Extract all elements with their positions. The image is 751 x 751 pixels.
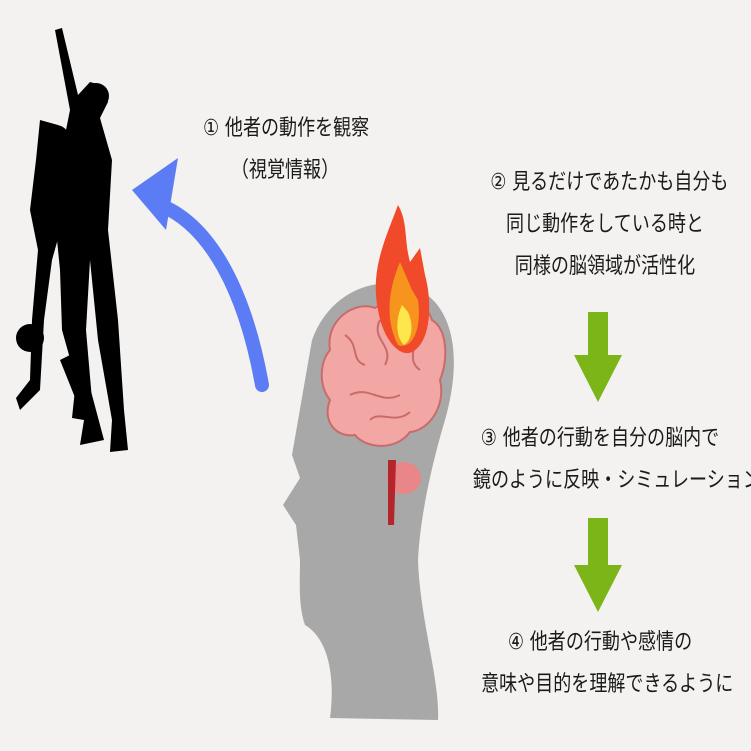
step-2-line-1: ② 見るだけであたかも自分も xyxy=(490,170,729,195)
step-3-line-1: ③ 他者の行動を自分の脳内で xyxy=(480,426,720,451)
step-2-text: ② 見るだけであたかも自分も 同じ動作をしている時と 同様の脳領域が活性化 xyxy=(490,162,729,288)
blue-curved-arrow xyxy=(132,158,269,392)
step-3-line-2: 鏡のように反映・シミュレーション xyxy=(472,468,751,493)
step-3-text: ③ 他者の行動を自分の脳内で 鏡のように反映・シミュレーション xyxy=(472,418,751,502)
step-2-line-3: 同様の脳領域が活性化 xyxy=(514,254,696,279)
step-1-line-2: （視覚情報） xyxy=(230,158,340,183)
step-4-line-2: 意味や目的を理解できるように xyxy=(481,672,734,697)
green-down-arrow-2 xyxy=(574,518,622,612)
step-4-text: ④ 他者の行動や感情の 意味や目的を理解できるように xyxy=(481,622,734,706)
basketball-players-silhouette xyxy=(16,28,128,452)
fire-icon xyxy=(375,205,430,354)
step-2-line-2: 同じ動作をしている時と xyxy=(506,212,704,237)
step-1-text: ① 他者の動作を観察 （視覚情報） xyxy=(203,108,370,192)
step-4-line-1: ④ 他者の行動や感情の xyxy=(507,630,693,655)
green-down-arrow-1 xyxy=(574,312,622,402)
step-1-line-1: ① 他者の動作を観察 xyxy=(203,116,370,141)
